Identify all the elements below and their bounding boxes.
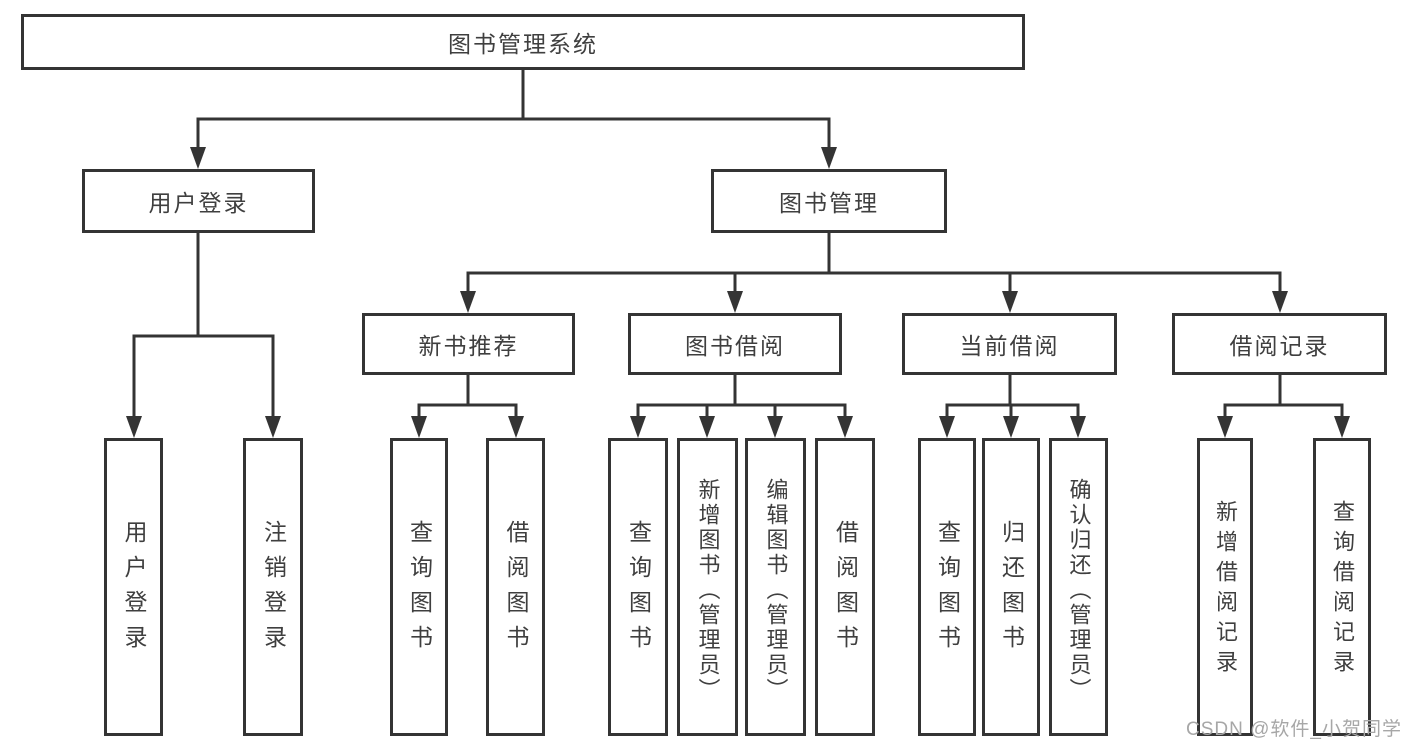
csdn-watermark: CSDN @软件_小贺同学	[1186, 719, 1402, 740]
leaf-records-add-record: 新增借阅记录	[1197, 438, 1253, 736]
leaf-records-query-record: 查询借阅记录	[1313, 438, 1371, 736]
node-borrowing-records: 借阅记录	[1172, 313, 1387, 375]
node-root-system: 图书管理系统	[21, 14, 1025, 70]
leaf-borrow-query-books: 查询图书	[608, 438, 668, 736]
leaf-borrow-edit-books-admin: 编辑图书（管理员）	[745, 438, 806, 736]
leaf-current-confirm-return-admin: 确认归还（管理员）	[1049, 438, 1108, 736]
node-book-borrowing: 图书借阅	[628, 313, 842, 375]
node-user-login-module: 用户登录	[82, 169, 315, 233]
leaf-borrow-borrow-books: 借阅图书	[815, 438, 875, 736]
leaf-current-return-books: 归还图书	[982, 438, 1040, 736]
leaf-borrow-add-books-admin: 新增图书（管理员）	[677, 438, 738, 736]
leaf-newbook-borrow-books: 借阅图书	[486, 438, 545, 736]
leaf-user-login: 用户登录	[104, 438, 163, 736]
node-new-book-recommend: 新书推荐	[362, 313, 575, 375]
node-current-borrowing: 当前借阅	[902, 313, 1117, 375]
leaf-newbook-query-books: 查询图书	[390, 438, 448, 736]
node-book-management-module: 图书管理	[711, 169, 947, 233]
leaf-current-query-books: 查询图书	[918, 438, 976, 736]
leaf-logout: 注销登录	[243, 438, 303, 736]
